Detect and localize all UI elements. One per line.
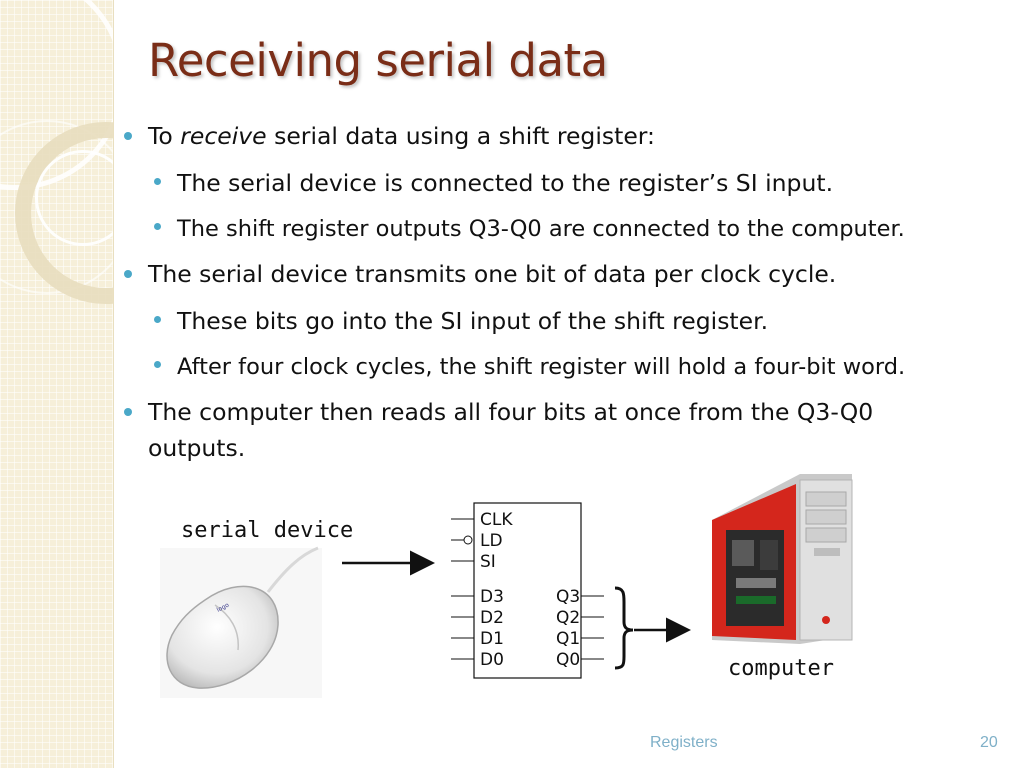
bullet-receive: To receive serial data using a shift reg…: [124, 118, 655, 154]
bullet-marker-icon: [124, 408, 132, 416]
subbullet-bits: These bits go into the SI input of the s…: [154, 303, 769, 339]
subbullet-marker-icon: [154, 223, 161, 230]
pin-label-d1: D1: [480, 629, 504, 649]
bullet-text: To: [148, 122, 181, 150]
bullet-marker-icon: [124, 270, 132, 278]
subbullet-outputs: The shift register outputs Q3-Q0 are con…: [154, 210, 905, 247]
page-number: 20: [980, 734, 998, 751]
bullet-emphasis: receive: [180, 122, 267, 150]
decorative-circle: [0, 120, 113, 294]
bullet-text: The computer then reads all four bits at…: [148, 398, 874, 462]
pin-label-q1: Q1: [556, 629, 580, 649]
pin-label-q2: Q2: [556, 608, 580, 628]
subbullet-text: The shift register outputs Q3-Q0 are con…: [177, 216, 905, 242]
subbullet-text: The serial device is connected to the re…: [177, 169, 834, 197]
bullet-text: serial data using a shift register:: [266, 122, 655, 150]
bullet-computer-reads: The computer then reads all four bits at…: [124, 394, 968, 466]
decorative-sidebar: [0, 0, 114, 768]
mouse-illustration: logo: [160, 546, 322, 698]
decorative-circle: [35, 150, 113, 246]
computer-tower-illustration: [712, 474, 853, 644]
subbullet-text: After four clock cycles, the shift regis…: [177, 354, 906, 380]
pin-label-d0: D0: [480, 650, 504, 670]
subbullet-text: These bits go into the SI input of the s…: [177, 307, 769, 335]
computer-label: computer: [728, 656, 834, 681]
pin-label-d3: D3: [480, 587, 504, 607]
subbullet-marker-icon: [154, 178, 161, 185]
subbullet-four-cycles: After four clock cycles, the shift regis…: [154, 348, 906, 385]
pin-label-si: SI: [480, 552, 496, 572]
slide-title: Receiving serial data: [148, 34, 608, 87]
bullet-marker-icon: [124, 132, 132, 140]
shift-register-block: CLK LD SI D3 D2 D1 D0 Q3 Q2 Q1 Q0: [451, 502, 604, 679]
bullet-text: The serial device transmits one bit of d…: [148, 260, 837, 288]
brace-icon: [614, 586, 634, 670]
pin-label-q0: Q0: [556, 650, 580, 670]
subbullet-marker-icon: [154, 361, 161, 368]
pin-label-q3: Q3: [556, 587, 580, 607]
footer-section: Registers: [650, 734, 718, 751]
pin-label-clk: CLK: [480, 510, 513, 530]
serial-device-label: serial device: [181, 518, 354, 543]
bullet-transmits: The serial device transmits one bit of d…: [124, 256, 837, 292]
subbullet-marker-icon: [154, 316, 161, 323]
pin-label-d2: D2: [480, 608, 504, 628]
subbullet-si-input: The serial device is connected to the re…: [154, 165, 834, 201]
pin-label-ld: LD: [480, 531, 503, 551]
